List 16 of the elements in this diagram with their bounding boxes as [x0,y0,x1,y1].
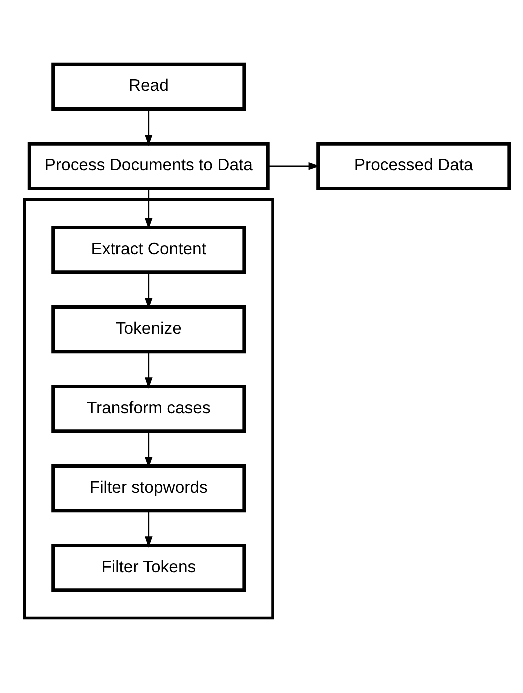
node-box: Process Documents to Data [28,142,270,190]
node-box: Transform cases [52,384,246,433]
arrow [268,162,320,170]
node-box: Filter Tokens [52,544,246,592]
arrow [144,108,153,146]
node-box: Extract Content [52,226,246,274]
node-box: Filter stopwords [52,464,246,512]
node-box: Tokenize [52,305,246,354]
arrow [144,188,153,229]
node-box: Processed Data [316,142,512,190]
node-box: Read [52,62,246,110]
cluster [23,198,274,620]
arrow [144,272,153,309]
arrow [144,510,153,548]
arrow [144,430,153,468]
arrow [144,351,153,388]
